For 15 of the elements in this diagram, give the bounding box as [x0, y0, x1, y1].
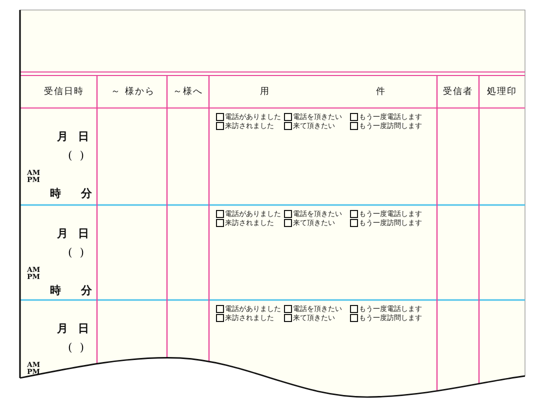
column-header: 件	[375, 88, 387, 97]
weekday-field-label: ( )	[68, 342, 84, 353]
weekday-field-label: ( )	[68, 247, 84, 258]
time-field-label: 時 分	[50, 285, 92, 296]
column-header: 受信日時	[43, 88, 85, 97]
column-header: ～ 様から	[110, 88, 156, 97]
time-field-label: 時 分	[50, 188, 92, 199]
date-field-label: 月 日	[57, 323, 89, 334]
column-header: ～様へ	[172, 88, 204, 97]
weekday-field-label: ( )	[68, 150, 84, 161]
column-header: 用	[259, 88, 271, 97]
date-field-label: 月 日	[57, 131, 89, 142]
date-field-label: 月 日	[57, 228, 89, 239]
column-header: 受信者	[442, 88, 474, 97]
column-header: 処理印	[486, 88, 518, 97]
